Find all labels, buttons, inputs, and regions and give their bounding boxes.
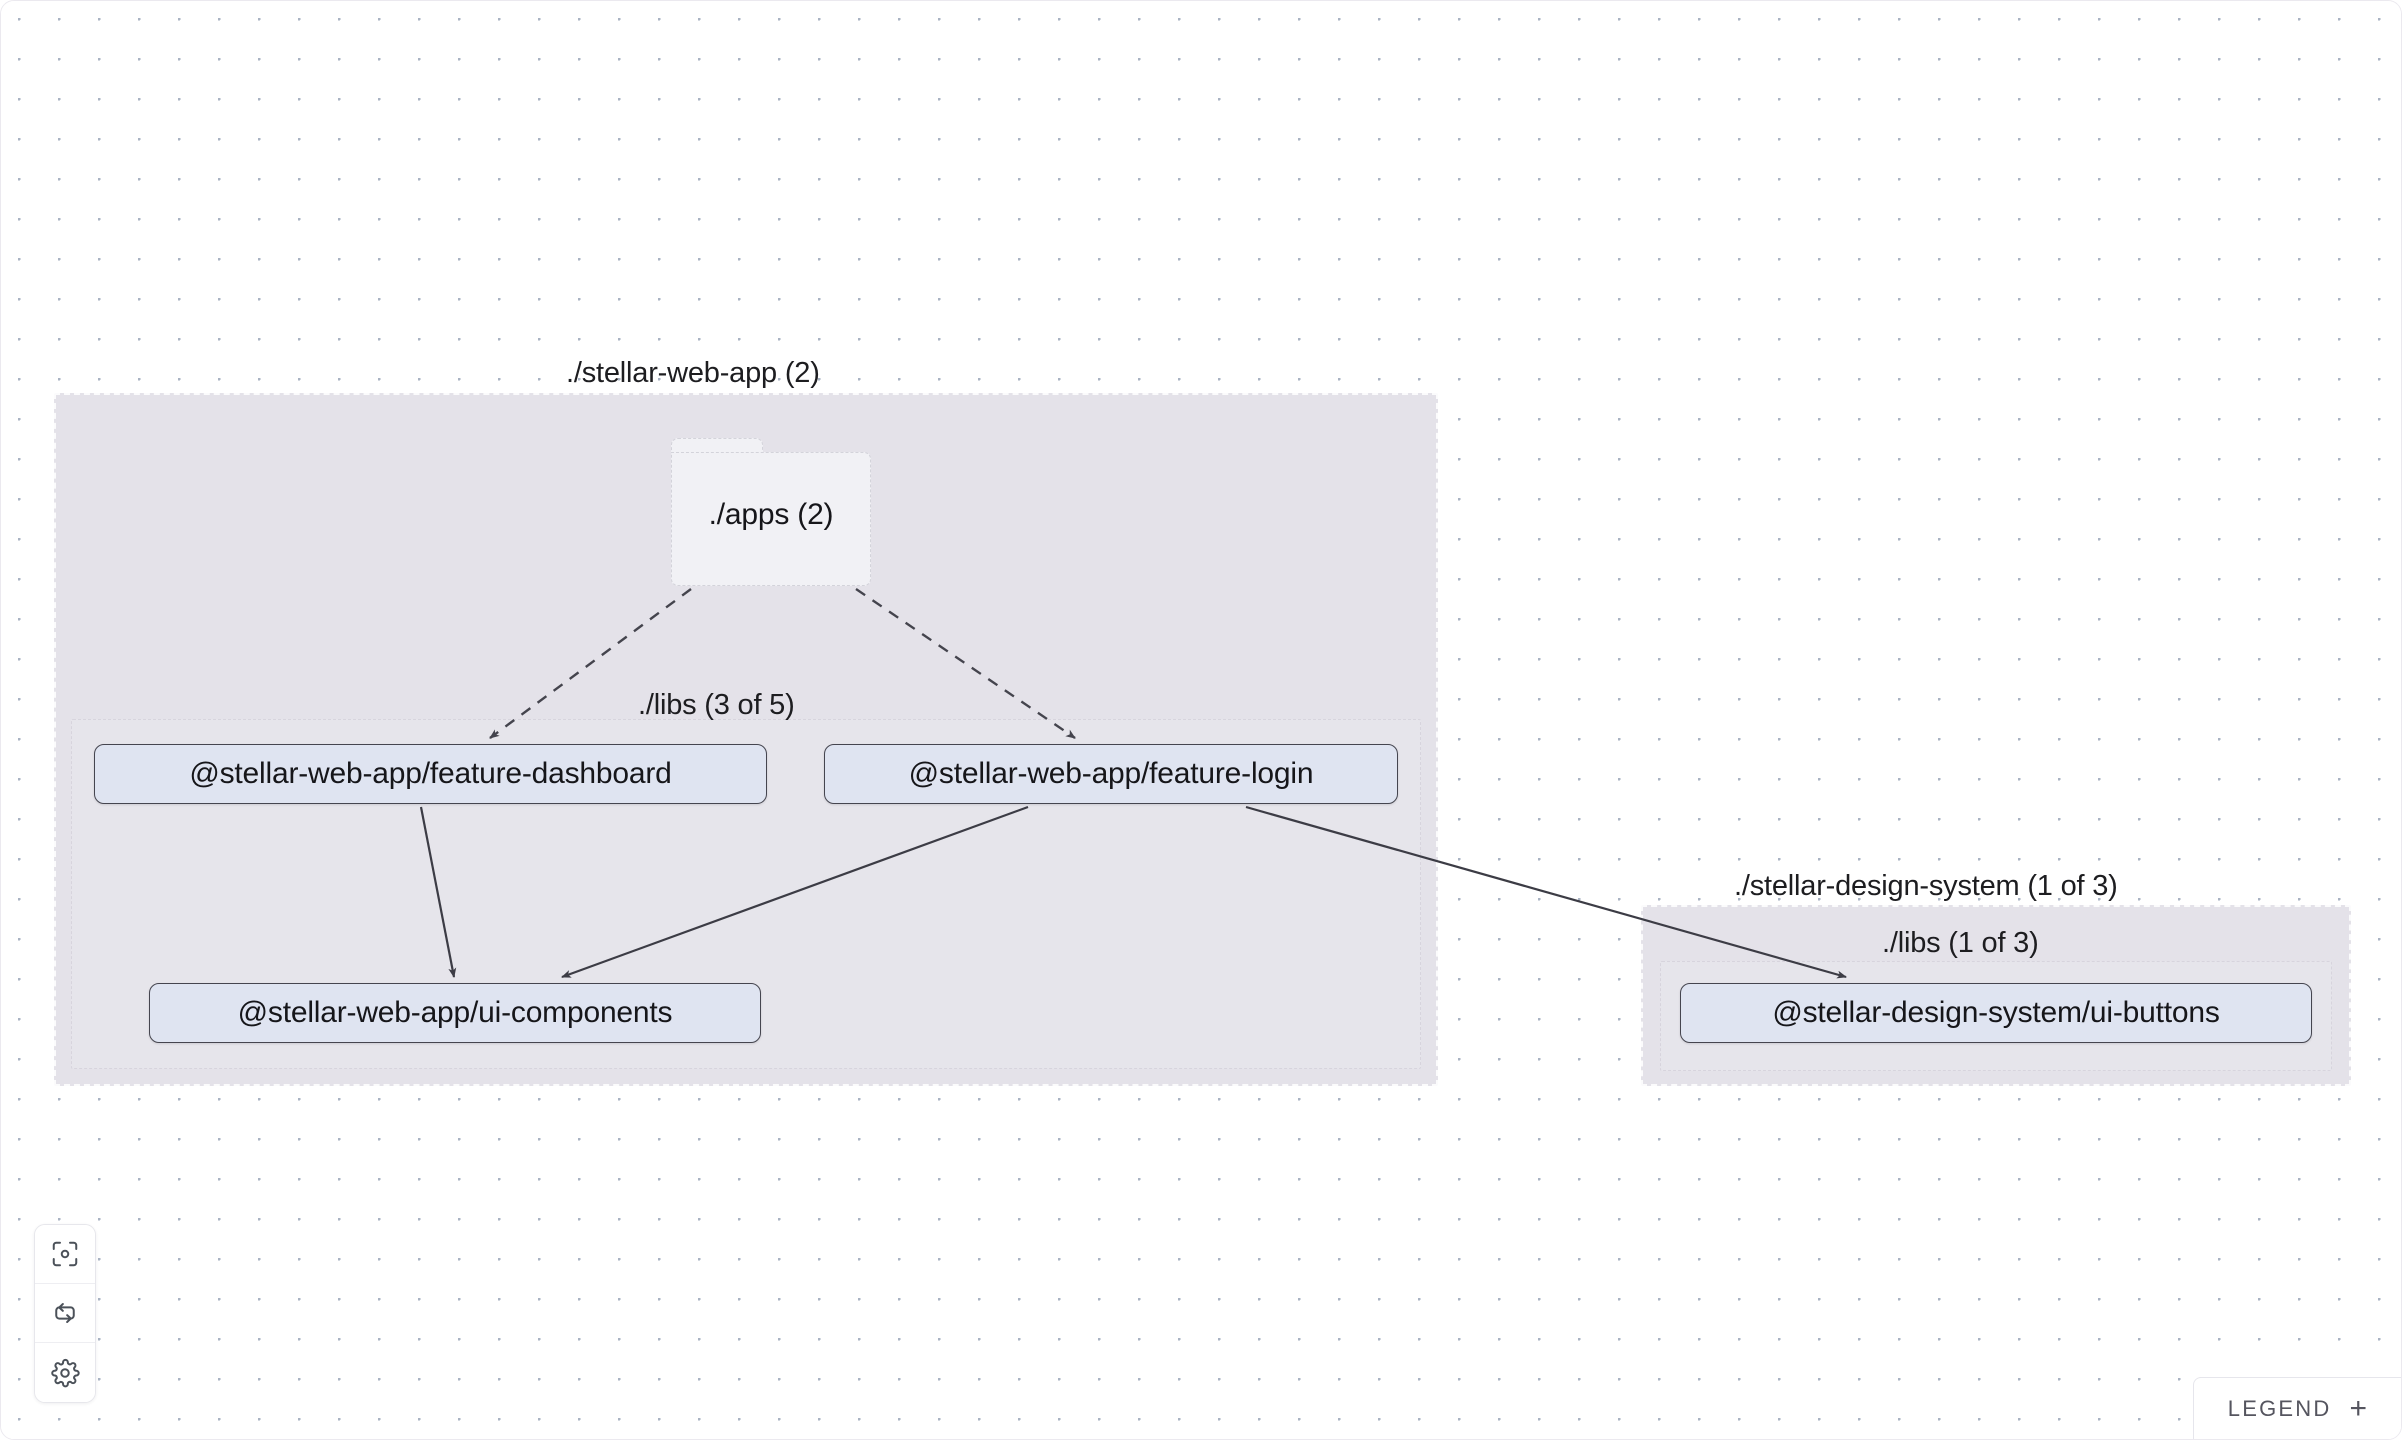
- canvas-toolbar: [34, 1224, 96, 1403]
- refresh-button[interactable]: [35, 1284, 95, 1343]
- node-label: @stellar-design-system/ui-buttons: [1772, 996, 2220, 1029]
- group-label-stellar-design-system: ./stellar-design-system (1 of 3): [1734, 870, 2118, 902]
- node-label: @stellar-web-app/feature-dashboard: [189, 757, 672, 790]
- focus-target-icon: [50, 1239, 80, 1269]
- node-feature-login[interactable]: @stellar-web-app/feature-login: [824, 744, 1398, 804]
- node-label: @stellar-web-app/ui-components: [237, 996, 673, 1029]
- node-ui-buttons[interactable]: @stellar-design-system/ui-buttons: [1680, 983, 2312, 1043]
- legend-label: LEGEND: [2227, 1395, 2332, 1421]
- refresh-icon: [50, 1298, 80, 1328]
- folder-node-apps[interactable]: ./apps (2): [671, 438, 871, 586]
- folder-label: ./apps (2): [708, 498, 834, 531]
- group-label-stellar-design-system-libs: ./libs (1 of 3): [1882, 927, 2039, 959]
- node-label: @stellar-web-app/feature-login: [908, 757, 1314, 790]
- plus-icon[interactable]: +: [2349, 1391, 2367, 1425]
- group-label-stellar-web-app: ./stellar-web-app (2): [566, 357, 820, 389]
- legend-panel[interactable]: LEGEND +: [2192, 1377, 2401, 1439]
- gear-icon: [50, 1358, 80, 1388]
- group-label-stellar-web-app-libs: ./libs (3 of 5): [638, 689, 795, 721]
- settings-button[interactable]: [35, 1343, 95, 1402]
- node-ui-components[interactable]: @stellar-web-app/ui-components: [149, 983, 761, 1043]
- node-feature-dashboard[interactable]: @stellar-web-app/feature-dashboard: [94, 744, 767, 804]
- folder-body: ./apps (2): [671, 452, 871, 586]
- focus-graph-button[interactable]: [35, 1225, 95, 1284]
